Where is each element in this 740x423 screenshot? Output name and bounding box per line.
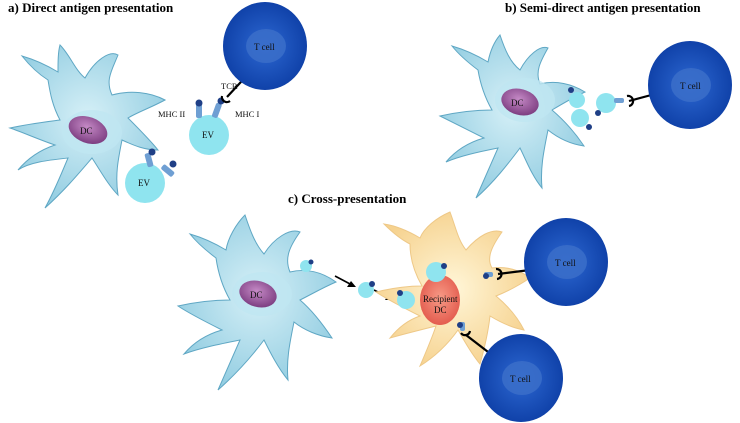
peptide-a-bottom-2-icon: [169, 160, 177, 168]
recipient-peptide-3-icon: [483, 273, 489, 279]
tcell-a-nucleus: [246, 29, 286, 63]
tcell-c-2-nucleus: [502, 361, 542, 395]
mhc-a-bottom-2-icon: [161, 164, 175, 177]
mhc-b-icon: [614, 98, 624, 103]
panel-c-title: c) Cross-presentation: [288, 191, 407, 206]
arrow-c-1: [334, 275, 353, 286]
tcell-c-1-nucleus: [547, 245, 587, 279]
mhc-ii-label: MHC II: [158, 109, 185, 119]
tcell-a: T cell: [223, 2, 307, 90]
dc-c-nucleus: [239, 280, 277, 308]
panel-c-dendritic-cell: DC: [176, 214, 338, 391]
peptide-c-budding-icon: [308, 259, 314, 265]
panel-a-dendritic-cell: DC: [8, 44, 167, 209]
peptide-a-bottom-1-icon: [148, 148, 156, 156]
tcr-c-1-stalk: [497, 268, 531, 276]
recipient-dc-nucleus: [420, 275, 460, 325]
tcell-b: T cell: [648, 41, 732, 129]
tcell-c-2-label: T cell: [510, 374, 531, 384]
panel-a-ev-bottom: EV: [125, 148, 177, 203]
peptide-a-mhc-ii-icon: [195, 99, 203, 107]
recipient-peptide-2-icon: [397, 290, 403, 296]
tcell-b-nucleus: [671, 68, 711, 102]
tcr-a-receptor-icon: [220, 95, 231, 104]
recipient-ev-1: [426, 262, 446, 282]
peptide-b-1-icon: [568, 87, 574, 93]
ev-b-2: [596, 93, 616, 113]
recipient-dc-label-line1: Recipient: [423, 294, 458, 304]
recipient-dc-label-line2: DC: [434, 305, 447, 315]
dc-b-nucleus: [501, 88, 539, 116]
tcr-c-1: [495, 267, 531, 281]
tcr-c-2-receptor-icon: [460, 330, 472, 337]
mhc-a-bottom-1-icon: [144, 152, 154, 168]
ev-a-top-label: EV: [202, 130, 214, 140]
recipient-peptide-4-icon: [457, 322, 463, 328]
arrow-c-1-head-icon: [347, 281, 356, 287]
panel-b-evs: [568, 87, 624, 130]
peptide-b-2-icon: [595, 110, 601, 116]
tcr-label: TCR: [221, 81, 238, 91]
tcell-a-label: T cell: [254, 42, 275, 52]
peptide-b-3-icon: [586, 124, 592, 130]
mhc-i-label: MHC I: [235, 109, 259, 119]
recipient-dc: Recipient DC: [374, 211, 531, 368]
panel-a-ev-top: EV: [189, 97, 229, 155]
tcell-c-2: T cell: [479, 334, 563, 422]
panel-b-title: b) Semi-direct antigen presentation: [505, 0, 701, 15]
panel-c-transit-ev: [358, 281, 375, 298]
ev-a-bottom-label: EV: [138, 178, 150, 188]
recipient-peptide-1-icon: [441, 263, 447, 269]
tcell-c-1: T cell: [524, 218, 608, 306]
panel-a-title: a) Direct antigen presentation: [8, 0, 174, 15]
tcell-b-label: T cell: [680, 81, 701, 91]
tcell-c-1-label: T cell: [555, 258, 576, 268]
tcr-c-1-receptor-icon: [495, 267, 503, 281]
ev-b-3: [571, 109, 589, 127]
dc-a-label: DC: [80, 126, 93, 136]
mhc-i-a-icon: [212, 102, 222, 118]
tcr-b-receptor-icon: [626, 94, 635, 108]
peptide-c-transit-icon: [369, 281, 375, 287]
dc-a-nucleus: [68, 115, 108, 145]
panel-b-dendritic-cell: DC: [438, 34, 587, 199]
mhc-ii-a-icon: [196, 103, 202, 118]
ev-a-bottom-circle: [125, 163, 165, 203]
ev-a-top-circle: [189, 115, 229, 155]
dc-c-label: DC: [250, 290, 263, 300]
ev-b-1: [569, 92, 585, 108]
dc-b-label: DC: [511, 98, 524, 108]
